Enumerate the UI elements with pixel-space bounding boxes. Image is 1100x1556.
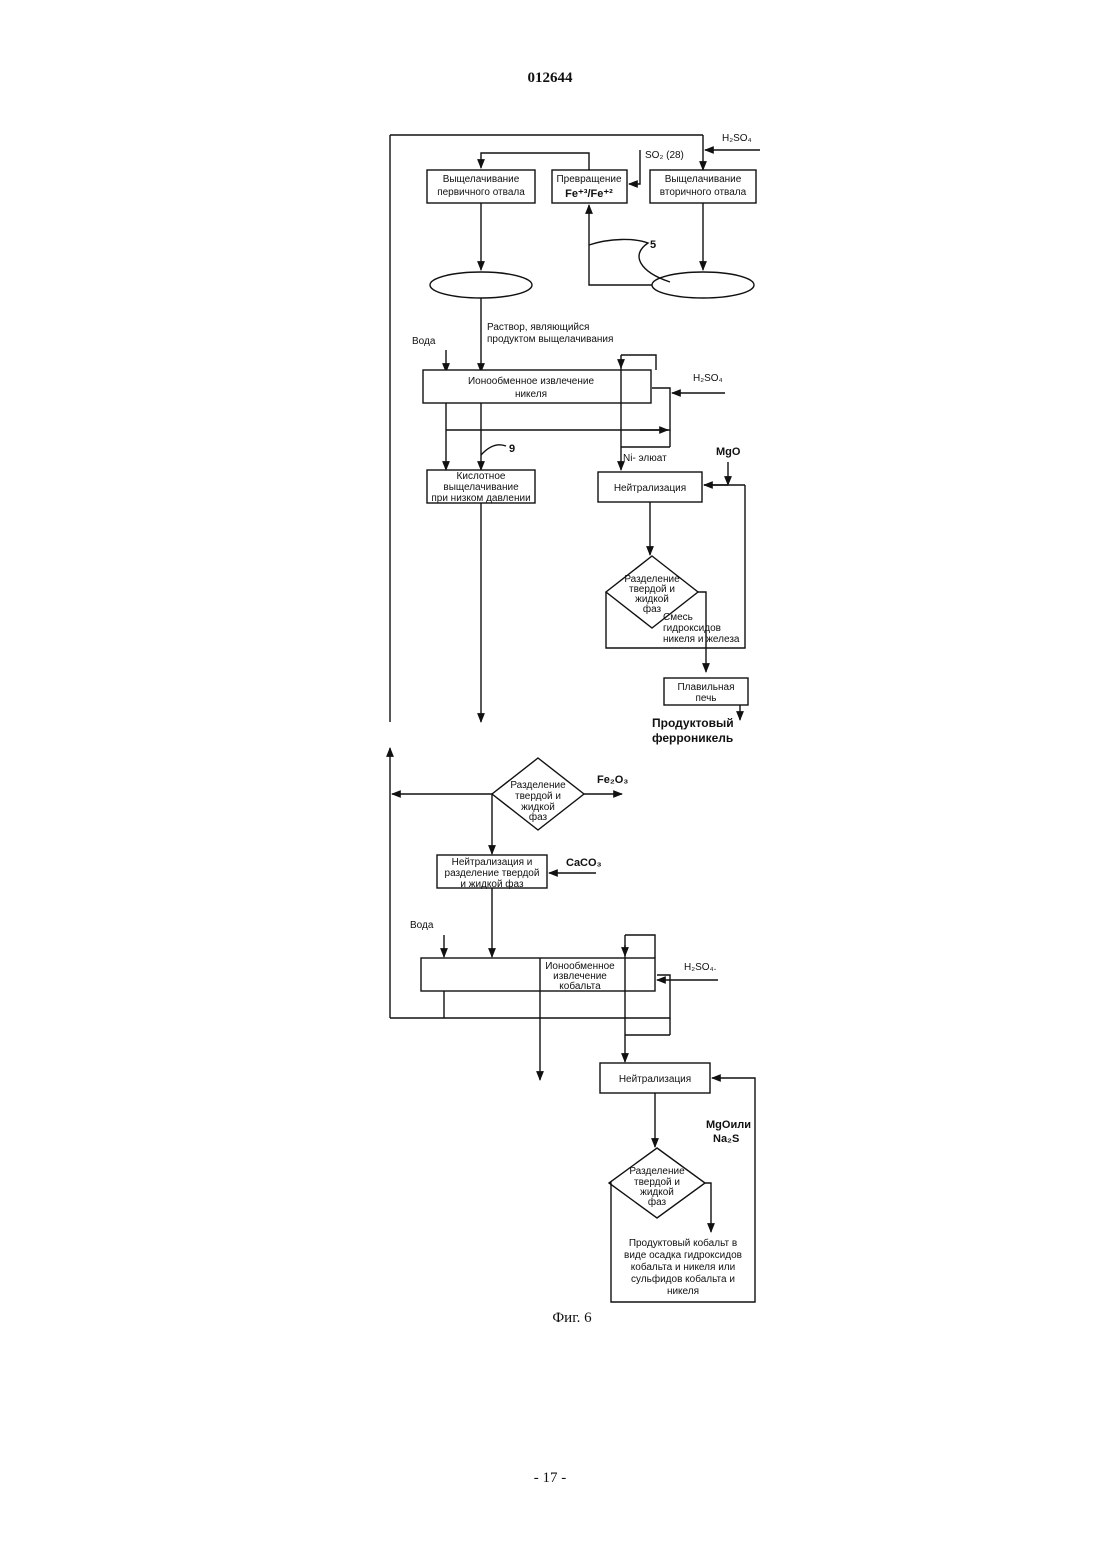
sep3-line4: фаз — [648, 1196, 667, 1208]
acid-leach-line2: выщелачивание — [443, 482, 519, 493]
sep2-line2: твердой и — [515, 791, 561, 802]
hydroxides-note-line1: Смесь — [663, 612, 693, 623]
neutralization-1-label: Нейтрализация — [614, 483, 686, 494]
ref-9: 9 — [509, 443, 515, 455]
document-number: 012644 — [528, 70, 574, 86]
box-ix-cobalt: Ионообменное извлечение кобальта — [421, 958, 655, 992]
neutral-sep-line2: разделение твердой — [445, 868, 540, 879]
pond-secondary — [652, 272, 754, 298]
sep2-line1: Разделение — [510, 780, 566, 791]
box-leach-secondary: Выщелачивание вторичного отвала — [650, 170, 756, 203]
diamond-separation-3: Разделение твердой и жидкой фаз — [609, 1148, 705, 1218]
ni-eluate-label: Ni- элюат — [623, 453, 667, 464]
box-neutral-separation: Нейтрализация и разделение твердой и жид… — [437, 855, 547, 890]
page-number: - 17 - — [534, 1470, 567, 1486]
outer-recycle-loop — [390, 135, 703, 722]
product-ferronickel-line1: Продуктовый — [652, 716, 734, 730]
box-ix-nickel: Ионообменное извлечение никеля — [423, 370, 651, 403]
box-leach-primary: Выщелачивание первичного отвала — [427, 170, 535, 203]
product-co-line2: виде осадка гидроксидов — [624, 1250, 742, 1261]
so2-label: SO₂ (28) — [645, 150, 684, 161]
leach-secondary-line2: вторичного отвала — [660, 187, 747, 198]
fe2o3-label: Fe₂O₃ — [597, 774, 628, 786]
hydroxides-note-line3: никеля и железа — [663, 634, 740, 645]
smelter-line2: печь — [695, 693, 716, 704]
neutral-sep-line1: Нейтрализация и — [452, 857, 533, 868]
ix-cobalt-line3: кобальта — [559, 980, 601, 992]
product-co-line4: сульфидов кобальта и — [631, 1273, 735, 1285]
h2so4-co-label: H₂SO₄. — [684, 962, 716, 973]
box-smelter: Плавильная печь — [664, 678, 748, 705]
acid-leach-line1: Кислотное — [457, 471, 506, 482]
product-ferronickel-line2: ферроникель — [652, 731, 733, 745]
water-label-1: Вода — [412, 336, 436, 347]
ref-5: 5 — [650, 239, 656, 251]
water-label-2: Вода — [410, 920, 434, 931]
box-conversion: Превращение Fe⁺³/Fe⁺² — [552, 170, 627, 203]
leach-primary-line2: первичного отвала — [437, 187, 525, 198]
diamond-separation-2: Разделение твердой и жидкой фаз — [492, 758, 584, 830]
conversion-line2: Fe⁺³/Fe⁺² — [565, 188, 613, 200]
mgo-na2s-line2: Na₂S — [713, 1133, 739, 1145]
mgo-label: MgO — [716, 446, 741, 458]
product-co-line5: никеля — [667, 1286, 699, 1297]
box-neutralization-2: Нейтрализация — [600, 1063, 710, 1093]
box-product-cobalt: Продуктовый кобальт в виде осадка гидрок… — [609, 1183, 755, 1302]
hydroxides-note-line2: гидроксидов — [663, 623, 721, 634]
conversion-line1: Превращение — [556, 174, 622, 185]
ix-nickel-line1: Ионообменное извлечение — [468, 375, 594, 387]
figure-caption: Фиг. 6 — [552, 1310, 592, 1326]
box-acid-leach: Кислотное выщелачивание при низком давле… — [427, 470, 535, 504]
ix-nickel-line2: никеля — [515, 389, 547, 400]
sep1-line4: фаз — [643, 603, 662, 615]
box-neutralization-1: Нейтрализация — [598, 472, 702, 502]
smelter-line1: Плавильная — [677, 682, 734, 693]
sep3-line1: Разделение — [629, 1166, 685, 1177]
leach-primary-line1: Выщелачивание — [443, 174, 520, 185]
solution-label-line1: Раствор, являющийся — [487, 322, 589, 333]
neutralization-2-label: Нейтрализация — [619, 1074, 691, 1085]
pond-primary — [430, 272, 532, 298]
h2so4-top-label: H₂SO₄ — [722, 133, 752, 144]
product-co-line3: кобальта и никеля или — [631, 1261, 735, 1273]
product-co-line1: Продуктовый кобальт в — [629, 1237, 737, 1249]
solution-label-line2: продуктом выщелачивания — [487, 334, 613, 345]
mgo-na2s-line1: MgOили — [706, 1119, 751, 1131]
acid-leach-line3: при низком давлении — [431, 493, 530, 504]
leach-secondary-line1: Выщелачивание — [665, 174, 742, 185]
caco3-label: CaCO₃ — [566, 857, 602, 869]
h2so4-ni-label: H₂SO₄ — [693, 373, 723, 384]
sep2-line4: фаз — [529, 811, 548, 823]
